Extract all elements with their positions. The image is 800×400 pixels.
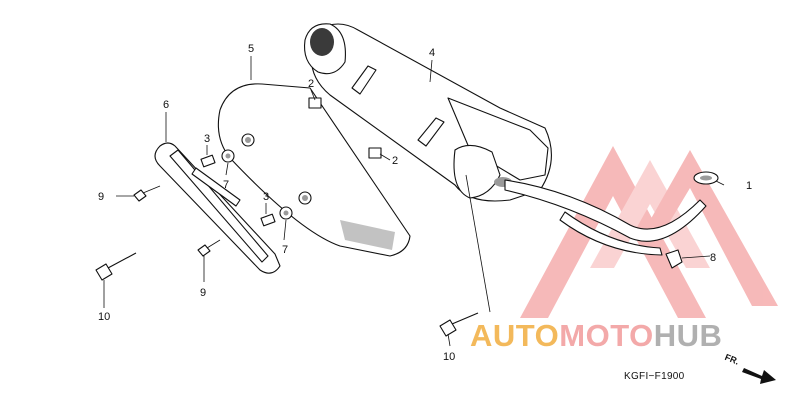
watermark-triangle-right [640, 150, 778, 306]
nut-8 [665, 249, 683, 269]
watermark-word-auto: AUTO [470, 318, 559, 353]
collar-3-lower [260, 213, 276, 227]
bolt-10-head-right [439, 319, 457, 337]
watermark-word-hub: HUB [654, 318, 723, 353]
part-label-7-upper: 7 [223, 179, 229, 191]
exhaust-pipe [504, 179, 707, 256]
part-label-7-lower: 7 [282, 244, 288, 256]
part-label-8: 8 [710, 252, 716, 264]
part-label-6: 6 [163, 99, 169, 111]
front-arrow-icon [742, 368, 776, 384]
part-label-9-left: 9 [98, 191, 104, 203]
svg-text:AUTOMOTOHUB: AUTOMOTOHUB [470, 318, 722, 353]
watermark-wordmark: AUTOMOTOHUB [470, 318, 722, 353]
muffler-body-part-4 [303, 23, 552, 202]
bolt-9-head-left [133, 189, 147, 202]
heat-shield-part-5 [217, 83, 411, 257]
mount-tab-upper [351, 65, 377, 95]
bolt-9-head-lower [197, 244, 211, 257]
part-label-1: 1 [746, 180, 752, 192]
leader-lines [103, 56, 725, 347]
part-label-3-upper: 3 [204, 133, 210, 145]
part-label-5: 5 [248, 43, 254, 55]
bracket-plate-part-6 [154, 142, 281, 274]
part-label-4: 4 [429, 47, 435, 59]
part-label-9-lower: 9 [200, 287, 206, 299]
diagram-code: KGFI−F1900 [624, 371, 685, 382]
part-label-2-lower: 2 [392, 155, 398, 167]
front-direction-indicator: FR. [723, 352, 776, 384]
collar-3-upper [200, 154, 216, 168]
mount-tab-lower [417, 117, 445, 147]
watermark-triangle-left [520, 146, 706, 318]
part-label-2-upper: 2 [308, 78, 314, 90]
nut-2-upper [308, 97, 322, 109]
part-label-3-lower: 3 [263, 191, 269, 203]
direction-label: FR. [723, 352, 740, 367]
bolt-10-head-left [95, 263, 113, 281]
watermark-word-moto: MOTO [559, 318, 653, 353]
part-label-10-right: 10 [443, 351, 455, 363]
nut-2-lower [368, 147, 382, 159]
part-label-10-left: 10 [98, 311, 110, 323]
part-labels: 1 2 2 3 3 4 5 6 7 7 8 9 9 10 10 [98, 43, 752, 363]
muffler-outlet-shade [310, 28, 334, 56]
hardware-parts [95, 97, 719, 337]
